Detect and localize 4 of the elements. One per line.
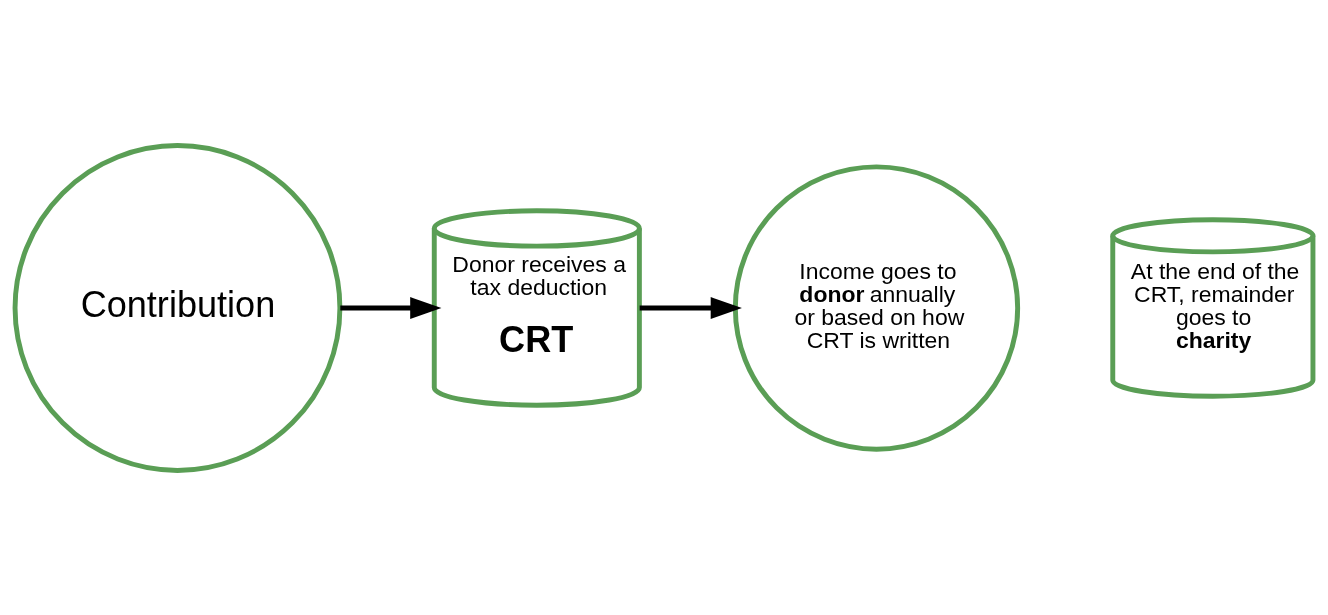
node-circle: Income goes to donor annually or based on how CRT is written [732,163,1021,452]
node-circle: Contribution [12,142,343,473]
arrow [340,296,442,319]
arrow [639,296,742,319]
